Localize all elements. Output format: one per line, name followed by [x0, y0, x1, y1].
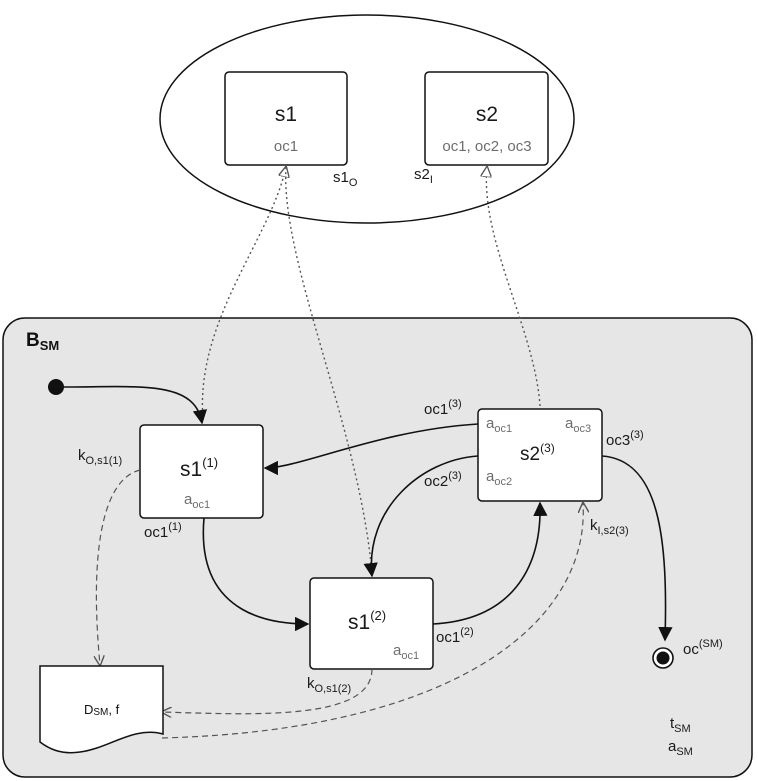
- label-transition-s1-2-oc1: oc1(2): [436, 626, 474, 646]
- state-box-s1: s1 oc1: [224, 71, 348, 166]
- transition-s1-2-oc1: [432, 501, 548, 625]
- dataflow-doc-to-s2-3: [161, 503, 583, 739]
- state-s1-title: s1: [275, 103, 297, 126]
- final-outcome-label: oc(SM): [683, 638, 723, 658]
- compound-state-label: BSM: [26, 330, 59, 353]
- state-s2-outcomes: oc1, oc2, oc3: [442, 138, 531, 155]
- transition-s2-3-oc2: [363, 455, 479, 578]
- transition-s2-3-oc3: [601, 455, 673, 642]
- document-label: DSM, f: [84, 702, 120, 718]
- label-key-o-s1-2: kO,s1(2): [307, 675, 351, 695]
- state-box-s1-1: s1(1) aoc1: [139, 424, 264, 519]
- label-a-sm: aSM: [668, 738, 693, 758]
- label-s1-output-interface: s1O: [333, 169, 358, 189]
- label-t-sm: tSM: [670, 715, 691, 735]
- initial-transition: [63, 385, 208, 425]
- label-s2-input-interface: s2I: [414, 166, 433, 186]
- state-s2-3-title: s2(3): [520, 441, 555, 465]
- state-s1-1-title: s1(1): [180, 455, 218, 481]
- label-transition-s2-3-oc1: oc1(3): [424, 398, 462, 418]
- transition-s1-1-oc1: [202, 517, 310, 632]
- label-transition-s2-3-oc3: oc3(3): [606, 429, 644, 449]
- label-transition-s1-1-oc1: oc1(1): [144, 521, 182, 541]
- state-s2-title: s2: [476, 103, 498, 126]
- state-box-s2-3: aoc1 aoc3 s2(3) aoc2: [477, 408, 603, 502]
- transition-s2-3-oc1: [263, 423, 479, 476]
- state-box-s1-2: s1(2) aoc1: [309, 577, 434, 670]
- label-key-i-s2-3: kI,s2(3): [590, 517, 629, 537]
- label-transition-s2-3-oc2: oc2(3): [424, 470, 462, 490]
- dataflow-s1-2-to-doc: [162, 668, 373, 714]
- initial-state-dot: [48, 379, 64, 395]
- state-s1-1-action: aoc1: [184, 491, 210, 511]
- final-state: [652, 647, 674, 669]
- state-s1-outcomes: oc1: [274, 138, 298, 155]
- state-library-ellipse: [159, 14, 575, 224]
- data-document: DSM, f: [39, 665, 164, 754]
- dataflow-s1-1-to-doc: [96, 469, 141, 665]
- state-s2-3-action-oc3: aoc3: [565, 415, 591, 435]
- label-key-o-s1-1: kO,s1(1): [78, 447, 122, 467]
- state-s1-2-action: aoc1: [393, 642, 419, 662]
- instance-link-s1-2: [285, 166, 373, 575]
- state-s2-3-action-oc1: aoc1: [486, 415, 512, 435]
- state-s2-3-action-oc2: aoc2: [486, 468, 512, 488]
- state-s1-2-title: s1(2): [348, 608, 386, 634]
- state-box-s2: s2 oc1, oc2, oc3: [424, 71, 549, 166]
